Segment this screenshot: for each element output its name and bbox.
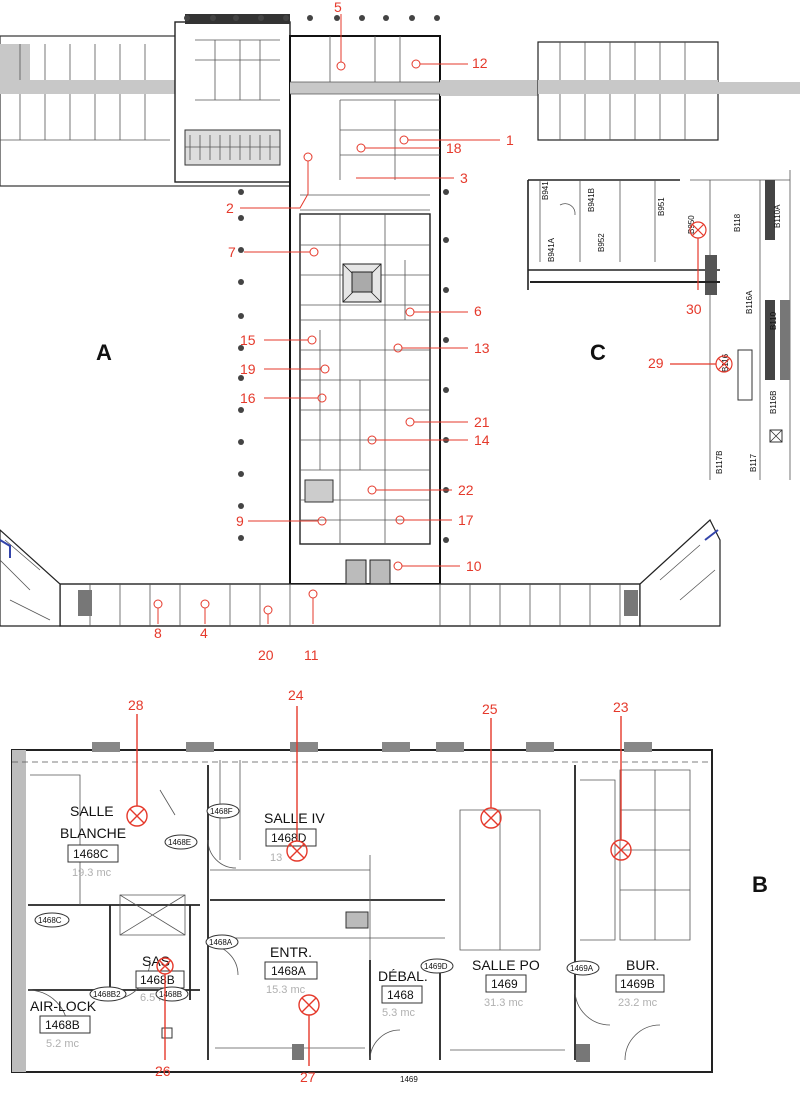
door-1468e: 1468E bbox=[168, 838, 191, 847]
marker-26: 26 bbox=[155, 1063, 171, 1079]
marker-6: 6 bbox=[474, 303, 482, 319]
room-b116b: B116B bbox=[769, 391, 778, 414]
room-salle-po: SALLE PO bbox=[472, 957, 540, 973]
room-debal: DÉBAL. bbox=[378, 968, 428, 984]
marker-21: 21 bbox=[474, 414, 490, 430]
room-sas-number: 1468B bbox=[140, 973, 175, 987]
plan-a-marker-labels: 5 12 1 18 3 2 7 6 15 13 19 16 21 14 22 9… bbox=[154, 0, 514, 663]
plan-a-bottom-wing bbox=[59, 583, 641, 627]
marker-3: 3 bbox=[460, 170, 468, 186]
room-b941b: B941B bbox=[587, 188, 596, 212]
marker-8: 8 bbox=[154, 625, 162, 641]
room-salle-iv-number: 1468D bbox=[271, 831, 307, 845]
room-debal-number: 1468 bbox=[387, 988, 414, 1002]
panel-label-b: B bbox=[752, 872, 768, 897]
marker-13: 13 bbox=[474, 340, 490, 356]
room-b116a: B116A bbox=[745, 290, 754, 314]
marker-24: 24 bbox=[288, 687, 304, 703]
marker-4: 4 bbox=[200, 625, 208, 641]
room-salle-blanche-line1: SALLE bbox=[70, 803, 114, 819]
marker-28: 28 bbox=[128, 697, 144, 713]
door-1468b2: 1468B2 bbox=[93, 990, 121, 999]
panel-label-a: A bbox=[96, 340, 112, 365]
plan-b-door-tags: 1468F 1468E 1468C 1468A 1468B2 1468B 146… bbox=[34, 803, 600, 1084]
plan-b: SALLE BLANCHE 1468C 19.3 mc SALLE IV 146… bbox=[11, 687, 768, 1085]
marker-23: 23 bbox=[613, 699, 629, 715]
marker-18: 18 bbox=[446, 140, 462, 156]
room-entr: ENTR. bbox=[270, 944, 312, 960]
room-b952: B952 bbox=[597, 233, 606, 252]
room-b117b: B117B bbox=[715, 451, 724, 474]
plan-c-markers bbox=[670, 221, 733, 373]
room-airlock-number: 1468B bbox=[45, 1018, 80, 1032]
bottom-door-tag: 1469 bbox=[400, 1075, 418, 1084]
plan-a-leader-lines bbox=[157, 14, 500, 624]
marker-12: 12 bbox=[472, 55, 488, 71]
marker-11: 11 bbox=[304, 647, 319, 663]
marker-22: 22 bbox=[458, 482, 474, 498]
room-salle-po-number: 1469 bbox=[491, 977, 518, 991]
door-1468f: 1468F bbox=[210, 807, 233, 816]
marker-1: 1 bbox=[506, 132, 514, 148]
room-airlock-area: 5.2 mc bbox=[46, 1038, 80, 1050]
room-bur: BUR. bbox=[626, 957, 659, 973]
plan-b-marker-symbols bbox=[126, 706, 632, 1066]
room-entr-number: 1468A bbox=[271, 964, 306, 978]
room-b110a: B110A bbox=[773, 204, 782, 228]
plan-b-windows bbox=[92, 742, 652, 752]
marker-30: 30 bbox=[686, 301, 702, 317]
room-bur-area: 23.2 mc bbox=[618, 997, 658, 1009]
panel-label-c: C bbox=[590, 340, 606, 365]
plan-b-room-labels: SALLE BLANCHE 1468C 19.3 mc SALLE IV 146… bbox=[30, 803, 665, 1050]
room-b118: B118 bbox=[733, 213, 742, 232]
room-salle-po-area: 31.3 mc bbox=[484, 997, 524, 1009]
marker-2: 2 bbox=[226, 200, 234, 216]
marker-5: 5 bbox=[334, 0, 342, 15]
marker-15: 15 bbox=[240, 332, 256, 348]
plan-c: B941 B941B B951 B941A B952 B950 B118 B11… bbox=[527, 170, 791, 480]
marker-9: 9 bbox=[236, 513, 244, 529]
room-salle-blanche-line2: BLANCHE bbox=[60, 825, 126, 841]
room-b117: B117 bbox=[749, 453, 758, 472]
marker-19: 19 bbox=[240, 361, 256, 377]
room-entr-area: 15.3 mc bbox=[266, 984, 306, 996]
marker-7: 7 bbox=[228, 244, 236, 260]
plan-a: 5 12 1 18 3 2 7 6 15 13 19 16 21 14 22 9… bbox=[0, 0, 800, 663]
door-1468a: 1468A bbox=[209, 938, 233, 947]
room-salle-blanche-area: 19.3 mc bbox=[72, 867, 112, 879]
door-1468b: 1468B bbox=[159, 990, 182, 999]
room-salle-iv-area: 13 bbox=[270, 852, 282, 864]
marker-25: 25 bbox=[482, 701, 498, 717]
room-b110: B110 bbox=[769, 311, 778, 330]
room-b941: B941 bbox=[541, 181, 550, 200]
marker-27: 27 bbox=[300, 1069, 316, 1085]
room-salle-iv: SALLE IV bbox=[264, 810, 325, 826]
door-1469d: 1469D bbox=[424, 962, 448, 971]
door-1468c: 1468C bbox=[38, 916, 62, 925]
marker-14: 14 bbox=[474, 432, 490, 448]
marker-16: 16 bbox=[240, 390, 256, 406]
room-salle-blanche-number: 1468C bbox=[73, 847, 109, 861]
room-b941a: B941A bbox=[547, 237, 556, 262]
room-bur-number: 1469B bbox=[620, 977, 655, 991]
room-b951: B951 bbox=[657, 197, 666, 216]
marker-17: 17 bbox=[458, 512, 474, 528]
marker-10: 10 bbox=[466, 558, 482, 574]
plan-c-room-labels: B941 B941B B951 B941A B952 B950 B118 B11… bbox=[541, 181, 782, 474]
door-1469a: 1469A bbox=[570, 964, 594, 973]
marker-29: 29 bbox=[648, 355, 664, 371]
room-debal-area: 5.3 mc bbox=[382, 1007, 416, 1019]
room-airlock: AIR-LOCK bbox=[30, 998, 97, 1014]
marker-20: 20 bbox=[258, 647, 274, 663]
